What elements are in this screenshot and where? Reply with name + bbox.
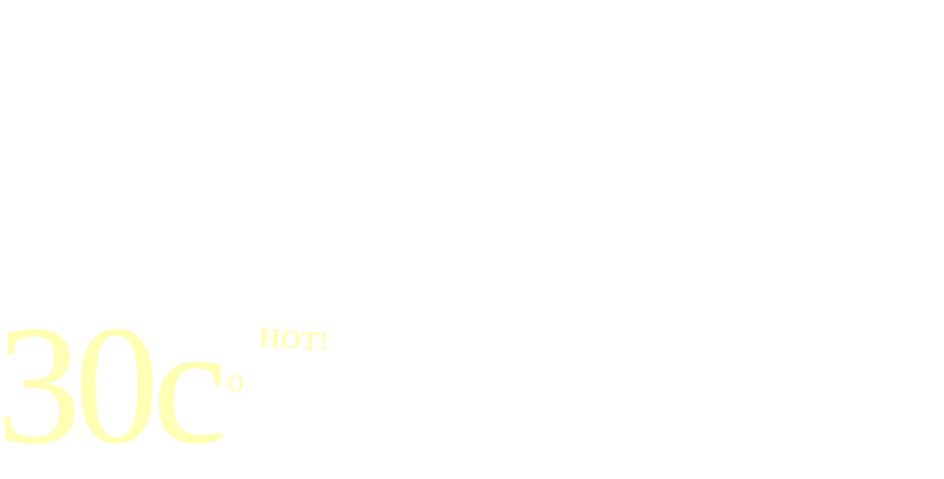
degree-symbol: o — [227, 362, 244, 399]
hot-label: HOT! — [258, 322, 329, 357]
temperature-value: 30c — [0, 291, 227, 479]
